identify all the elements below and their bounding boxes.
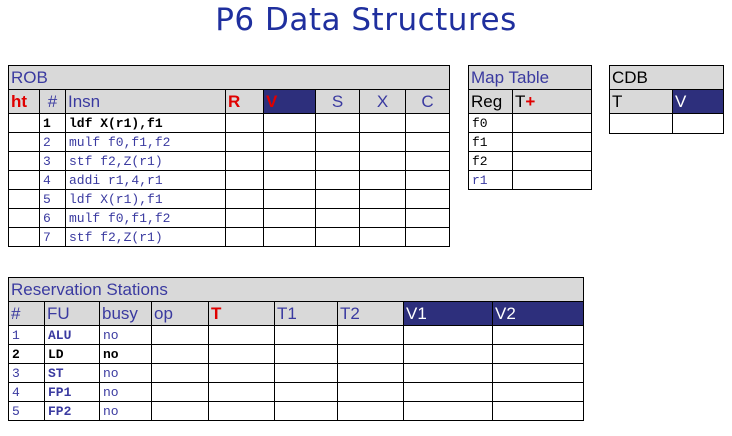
rs-header-t: T xyxy=(208,301,275,326)
map-header-reg: Reg xyxy=(468,89,513,114)
rob-row-num: 2 xyxy=(39,132,66,152)
rob-row-insn: mulf f0,f1,f2 xyxy=(65,208,226,228)
map-row-reg: r1 xyxy=(468,170,513,190)
rob-header-s: S xyxy=(315,89,360,114)
page-title: P6 Data Structures xyxy=(215,2,517,38)
rob-header-v-label: V xyxy=(266,91,278,111)
rob-row-insn: mulf f0,f1,f2 xyxy=(65,132,226,152)
rob-row-num: 6 xyxy=(39,208,66,228)
rob-row-num: 1 xyxy=(39,113,66,133)
rs-row-busy: no xyxy=(99,325,152,345)
rs-row-fu: ST xyxy=(44,363,100,383)
rs-row-fu: FP2 xyxy=(44,401,100,421)
rs-header-fu: FU xyxy=(44,301,100,326)
reservation-stations-table: Reservation Stations # FU busy op T T1 T… xyxy=(7,277,585,421)
map-row: f1 xyxy=(468,132,593,152)
rob-caption: ROB xyxy=(7,65,451,90)
rs-row-busy: no xyxy=(99,401,152,421)
map-row-reg: f2 xyxy=(468,151,513,171)
rob-row-num: 4 xyxy=(39,170,66,190)
map-header-t: T+ xyxy=(511,89,593,114)
rs-row-fu: FP1 xyxy=(44,382,100,402)
rob-row-num: 5 xyxy=(39,189,66,209)
rs-caption: Reservation Stations xyxy=(7,277,585,302)
rob-header-r: R xyxy=(225,89,264,114)
rs-row-num: 3 xyxy=(8,363,45,383)
rs-row-fu: ALU xyxy=(44,325,100,345)
rs-header-v2: V2 xyxy=(491,301,585,326)
rob-row-insn: ldf X(r1),f1 xyxy=(65,113,226,133)
rob-header-ht: ht xyxy=(8,89,40,114)
cdb-header-v: V xyxy=(672,89,724,114)
rs-header-t1: T1 xyxy=(274,301,338,326)
cdb-row xyxy=(609,113,724,134)
rs-row-busy: no xyxy=(99,382,152,402)
rs-header-op: op xyxy=(151,301,209,326)
rs-header-t2: T2 xyxy=(337,301,404,326)
cdb-header-t: T xyxy=(609,89,673,114)
rs-row-num: 4 xyxy=(8,382,45,402)
map-row-reg: f1 xyxy=(468,132,513,152)
rob-row-num: 3 xyxy=(39,151,66,171)
map-row: r1 xyxy=(468,170,593,190)
rs-header-busy: busy xyxy=(99,301,152,326)
map-row: f2 xyxy=(468,151,593,171)
rs-header-v1: V1 xyxy=(403,301,493,326)
rs-row-fu: LD xyxy=(44,344,100,364)
cdb-table: CDB T V xyxy=(609,65,724,134)
rob-row-insn: stf f2,Z(r1) xyxy=(65,151,226,171)
rs-header-num: # xyxy=(8,301,45,326)
rs-row-busy: no xyxy=(99,363,152,383)
rs-row-num: 2 xyxy=(8,344,45,364)
rob-row-insn: addi r1,4,r1 xyxy=(65,170,226,190)
rob-header-num: # xyxy=(39,89,66,114)
map-row-reg: f0 xyxy=(468,113,513,133)
rob-header-insn: Insn xyxy=(65,89,226,114)
rob-header-x: X xyxy=(359,89,406,114)
map-row: f0 xyxy=(468,113,593,133)
rs-row-busy: no xyxy=(99,344,152,364)
map-table-caption: Map Table xyxy=(467,65,593,90)
map-header-plus: + xyxy=(525,91,536,111)
map-header-t-label: T xyxy=(515,91,526,111)
rob-row-num: 7 xyxy=(39,227,66,247)
rob-header-c: C xyxy=(404,89,451,114)
rob-row-insn: stf f2,Z(r1) xyxy=(65,227,226,247)
rob-row-insn: ldf X(r1),f1 xyxy=(65,189,226,209)
rs-row-num: 5 xyxy=(8,401,45,421)
rs-row-num: 1 xyxy=(8,325,45,345)
cdb-caption: CDB xyxy=(609,65,724,90)
rob-header-v: V xyxy=(263,89,316,114)
map-table: Map Table Reg T+ f0 f1 f2 r1 xyxy=(467,65,593,190)
